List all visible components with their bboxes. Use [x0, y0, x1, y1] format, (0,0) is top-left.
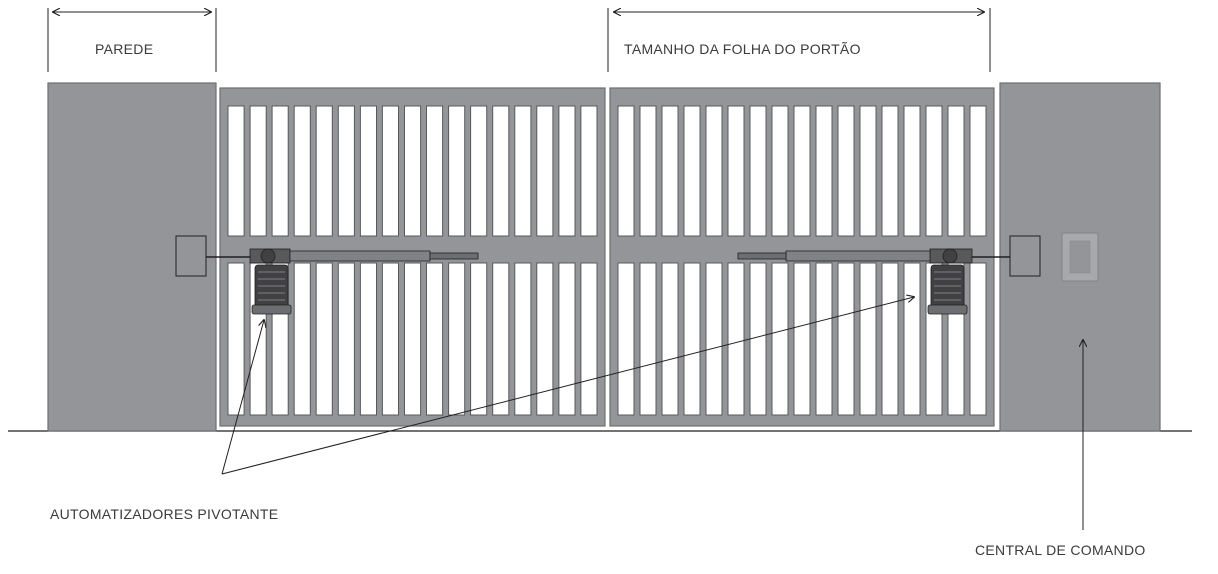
leaf-right-opening	[903, 262, 921, 416]
leaf-left-opening	[337, 262, 355, 416]
wall-dimension	[47, 8, 217, 72]
leaf-right-opening	[661, 105, 679, 237]
leaf-left-opening	[249, 105, 267, 237]
leaf-right-opening	[617, 262, 635, 416]
leaf-left-opening	[470, 262, 488, 416]
leaf-right-opening	[837, 105, 855, 237]
leaf-left-opening	[315, 262, 333, 416]
leaf-left-opening	[492, 105, 510, 237]
leaf-left-opening	[381, 262, 399, 416]
gate-leaf-size-label: TAMANHO DA FOLHA DO PORTÃO	[624, 41, 861, 57]
leaf-left-opening	[315, 105, 333, 237]
leaf-right-opening	[771, 262, 789, 416]
leaf-right-opening	[639, 105, 657, 237]
leaf-right-opening	[727, 262, 745, 416]
leaf-left-opening	[404, 105, 422, 237]
wall-label: PAREDE	[95, 41, 154, 57]
motor-icon	[927, 264, 968, 315]
leaf-left-opening	[359, 262, 377, 416]
leaf-right-opening	[683, 262, 701, 416]
leaf-right-opening	[749, 105, 767, 237]
leaf-left-opening	[426, 262, 444, 416]
leaf-left-opening	[558, 262, 576, 416]
leaf-right-opening	[925, 105, 943, 237]
leaf-right-opening	[881, 262, 899, 416]
leaf-left-opening	[227, 105, 245, 237]
leaf-right-opening	[617, 105, 635, 237]
leaf-left-opening	[558, 105, 576, 237]
swing-operators-label: AUTOMATIZADORES PIVOTANTE	[50, 506, 279, 522]
leaf-right-opening	[793, 105, 811, 237]
leaf-left-opening	[337, 105, 355, 237]
leaf-left-opening	[293, 105, 311, 237]
swing-operator-left	[175, 235, 479, 315]
leaf-right-opening	[705, 105, 723, 237]
leaf-left-opening	[271, 105, 289, 237]
control-box-icon	[175, 235, 207, 277]
leaf-left-opening	[448, 105, 466, 237]
leaf-left-opening	[426, 105, 444, 237]
leaf-left-opening	[580, 262, 598, 416]
leaf-dimension	[607, 8, 991, 72]
control-box-icon	[1009, 235, 1041, 277]
leaf-left-opening	[227, 262, 245, 416]
leaf-left-opening	[580, 105, 598, 237]
leaf-right-opening	[903, 105, 921, 237]
leaf-right-opening	[793, 262, 811, 416]
leaf-right-opening	[815, 262, 833, 416]
leaf-right-opening	[881, 105, 899, 237]
swing-operator-right	[737, 235, 1041, 315]
leaf-right-opening	[859, 262, 877, 416]
leaf-left-opening	[359, 105, 377, 237]
leaf-left-opening	[448, 262, 466, 416]
leaf-right-opening	[815, 105, 833, 237]
leaf-left-opening	[536, 105, 554, 237]
leaf-right-opening	[859, 105, 877, 237]
leaf-right-opening	[749, 262, 767, 416]
leaf-right-opening	[969, 105, 987, 237]
leaf-left-opening	[514, 262, 532, 416]
leaf-left-opening	[536, 262, 554, 416]
leaf-right-opening	[947, 105, 965, 237]
leaf-right-opening	[661, 262, 679, 416]
leaf-left-opening	[514, 105, 532, 237]
leaf-left-opening	[381, 105, 399, 237]
leaf-right-opening	[727, 105, 745, 237]
leaf-right-opening	[969, 262, 987, 416]
leaf-right-opening	[683, 105, 701, 237]
control-board-box	[1061, 232, 1099, 282]
leaf-right-opening	[837, 262, 855, 416]
leader-lines	[221, 297, 1083, 530]
leaf-right-opening	[771, 105, 789, 237]
control-board-label: CENTRAL DE COMANDO	[975, 542, 1146, 558]
leaf-left-opening	[293, 262, 311, 416]
motor-icon	[251, 264, 292, 315]
leaf-right-opening	[705, 262, 723, 416]
leaf-left-opening	[470, 105, 488, 237]
leaf-right-opening	[639, 262, 657, 416]
leaf-left-opening	[492, 262, 510, 416]
leaf-left-opening	[404, 262, 422, 416]
